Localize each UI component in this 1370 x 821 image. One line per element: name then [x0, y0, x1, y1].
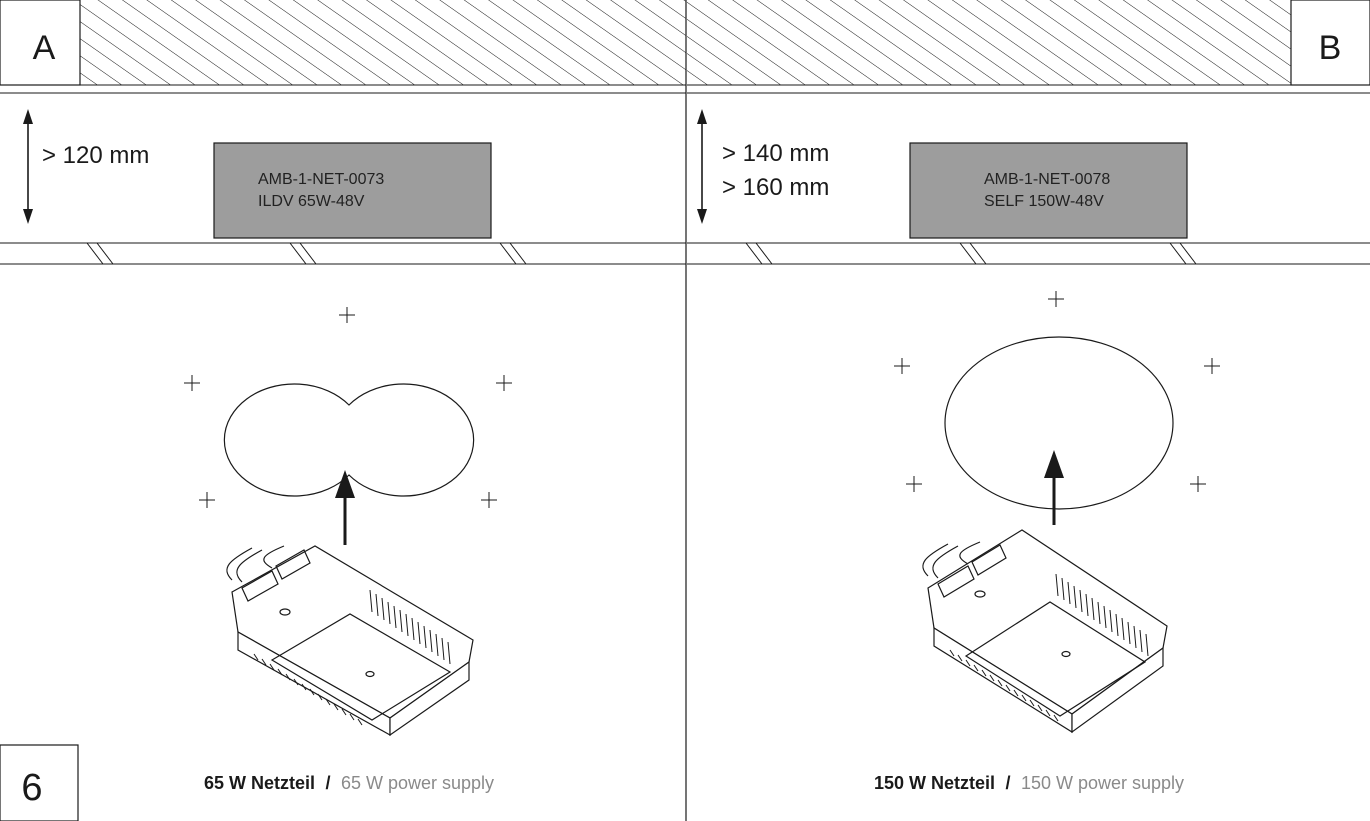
- model-type: ILDV 65W-48V: [258, 193, 365, 210]
- caption-english: 150 W power supply: [1021, 773, 1184, 793]
- clearance-label-1: > 140 mm: [722, 140, 829, 167]
- caption-english: 65 W power supply: [341, 773, 494, 793]
- ceiling-hatch: [687, 0, 1370, 85]
- model-code: AMB-1-NET-0073: [258, 171, 384, 188]
- power-supply-box: [909, 142, 1188, 239]
- model-code: AMB-1-NET-0078: [984, 171, 1110, 188]
- clearance-arrow: [697, 109, 707, 224]
- ceiling-panel-profile: [0, 242, 686, 265]
- ceiling-hatch: [0, 0, 686, 85]
- clearance-label-2: > 160 mm: [722, 174, 829, 201]
- panel-a: A > 120 mm AMB-1-NET-0073 ILDV 65W-48V: [0, 0, 686, 821]
- panel-letter: A: [33, 29, 56, 67]
- ceiling-cutout-outline: [223, 383, 475, 497]
- model-type: SELF 150W-48V: [984, 193, 1104, 210]
- power-supply-box: [213, 142, 492, 239]
- panel-letter-box: [0, 0, 81, 86]
- screw-marks: [894, 291, 1220, 492]
- caption-separator: /: [325, 773, 330, 793]
- caption-separator: /: [1005, 773, 1010, 793]
- step-number: 6: [21, 767, 42, 809]
- step-number-box: [0, 744, 79, 821]
- insertion-arrow: [335, 470, 355, 545]
- screw-marks: [184, 307, 512, 508]
- clearance-label: > 120 mm: [42, 142, 149, 169]
- panel-letter: B: [1319, 29, 1342, 67]
- power-supply-device: [922, 529, 1168, 734]
- caption-b: 150 W Netzteil / 150 W power supply: [874, 773, 1184, 793]
- power-supply-device: [226, 545, 474, 737]
- caption-german: 150 W Netzteil: [874, 773, 995, 793]
- caption-german: 65 W Netzteil: [204, 773, 315, 793]
- panel-b: B > 140 mm > 160 mm AMB-1-NET-0078 SELF …: [687, 0, 1370, 793]
- clearance-arrow: [23, 109, 33, 224]
- insertion-arrow: [1044, 450, 1064, 525]
- ceiling-cutout-outline: [944, 336, 1174, 510]
- ceiling-panel-profile: [687, 242, 1370, 265]
- panel-letter-box: [1290, 0, 1370, 86]
- caption-a: 65 W Netzteil / 65 W power supply: [204, 773, 494, 793]
